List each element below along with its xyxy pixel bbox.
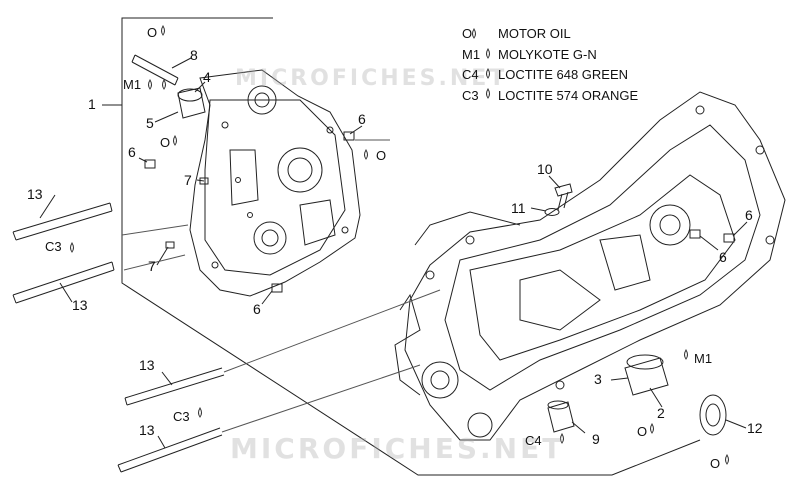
symbol-o-left: O	[160, 135, 171, 150]
callout-5: 5	[146, 115, 154, 131]
legend-row-molykote: M1 MOLYKOTE G-N	[462, 48, 597, 61]
callout-3: 3	[594, 371, 602, 387]
seal-12	[699, 394, 727, 436]
gasket-edge-lower	[394, 293, 421, 396]
callout-6d: 6	[745, 207, 753, 223]
callout-11: 11	[511, 200, 526, 216]
callout-13d: 13	[139, 422, 155, 438]
legend-text: LOCTITE 648 GREEN	[498, 67, 629, 82]
dowel-6a	[343, 131, 355, 141]
legend-symbol: C3	[462, 88, 479, 103]
legend-text: MOLYKOTE G-N	[498, 47, 597, 62]
watermark-top: MICROFICHES.NET	[235, 66, 508, 91]
watermark-bottom: MICROFICHES.NET	[230, 432, 565, 465]
assembly-lines	[121, 139, 441, 433]
washer-11	[544, 208, 560, 216]
bushing-2	[626, 354, 664, 370]
left-crankcase-half	[189, 69, 361, 297]
dowel-6e	[723, 233, 735, 243]
symbol-c3-left: C3	[45, 239, 62, 254]
callout-8: 8	[190, 47, 198, 63]
callout-10: 10	[537, 161, 553, 177]
gasket-edge	[414, 211, 521, 246]
callout-7a: 7	[184, 172, 192, 188]
symbol-o-seal: O	[710, 456, 721, 471]
callout-6a: 6	[358, 111, 366, 127]
dowel-6c	[271, 283, 283, 293]
legend-text: LOCTITE 574 ORANGE	[498, 88, 639, 103]
dowel-6d	[689, 229, 701, 239]
bushing-4	[177, 88, 203, 102]
symbol-o-right: O	[376, 148, 387, 163]
legend-symbol: M1	[462, 47, 481, 62]
legend-row-loctite-648: C4 LOCTITE 648 GREEN	[462, 68, 628, 81]
long-studs	[12, 202, 225, 473]
leader-lines	[39, 57, 748, 449]
callout-7b: 7	[148, 258, 156, 274]
callout-6b: 6	[128, 144, 136, 160]
callout-13c: 13	[139, 357, 155, 373]
callout-9: 9	[592, 431, 600, 447]
callout-13a: 13	[27, 186, 43, 202]
symbol-m1-right: M1	[694, 351, 713, 366]
legend-row-loctite-574: C3 LOCTITE 574 ORANGE	[462, 89, 638, 102]
legend-text: MOTOR OIL	[498, 26, 571, 41]
callout-1: 1	[88, 96, 96, 112]
legend-row-motor-oil: O MOTOR OIL	[462, 27, 571, 40]
screw-10	[554, 183, 573, 211]
callout-4: 4	[203, 69, 211, 85]
bushing-5	[177, 87, 206, 119]
callout-13b: 13	[72, 297, 88, 313]
dowel-7a	[199, 177, 209, 185]
symbol-c4-bottom: C4	[525, 433, 542, 448]
dowel-6b	[144, 159, 156, 169]
callout-6c: 6	[253, 301, 261, 317]
pin-8	[131, 54, 179, 86]
legend-symbol: O	[462, 26, 473, 41]
drop-symbols	[70, 25, 729, 465]
symbol-o-bottom: O	[637, 424, 648, 439]
callout-6e: 6	[719, 249, 727, 265]
dowel-7b	[165, 241, 175, 249]
symbol-c3-bottom: C3	[173, 409, 190, 424]
callout-12: 12	[747, 420, 763, 436]
symbol-m1-left: M1	[123, 77, 142, 92]
symbol-o-top: O	[147, 25, 158, 40]
legend-symbol: C4	[462, 67, 479, 82]
callout-2: 2	[657, 405, 665, 421]
bushing-9	[547, 401, 575, 433]
right-crankcase-half	[394, 91, 786, 441]
group-1-frame	[121, 17, 701, 476]
bushing-3	[624, 357, 669, 396]
